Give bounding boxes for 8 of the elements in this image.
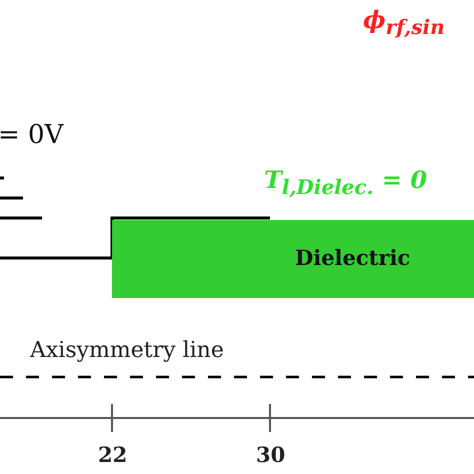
potential-label: = 0V (0, 122, 64, 148)
tick-label: 30 (256, 444, 286, 465)
potential-label: ϕ$_{rf,sin}$ (363, 8, 445, 37)
block-label: Dielectric (295, 247, 410, 268)
axis-label: Axisymmetry line (30, 340, 224, 362)
dielectric-block (112, 220, 474, 298)
tick-label: 22 (98, 444, 128, 465)
temperature-label: T$_{l,Dielec.}$ = 0 (264, 168, 428, 197)
